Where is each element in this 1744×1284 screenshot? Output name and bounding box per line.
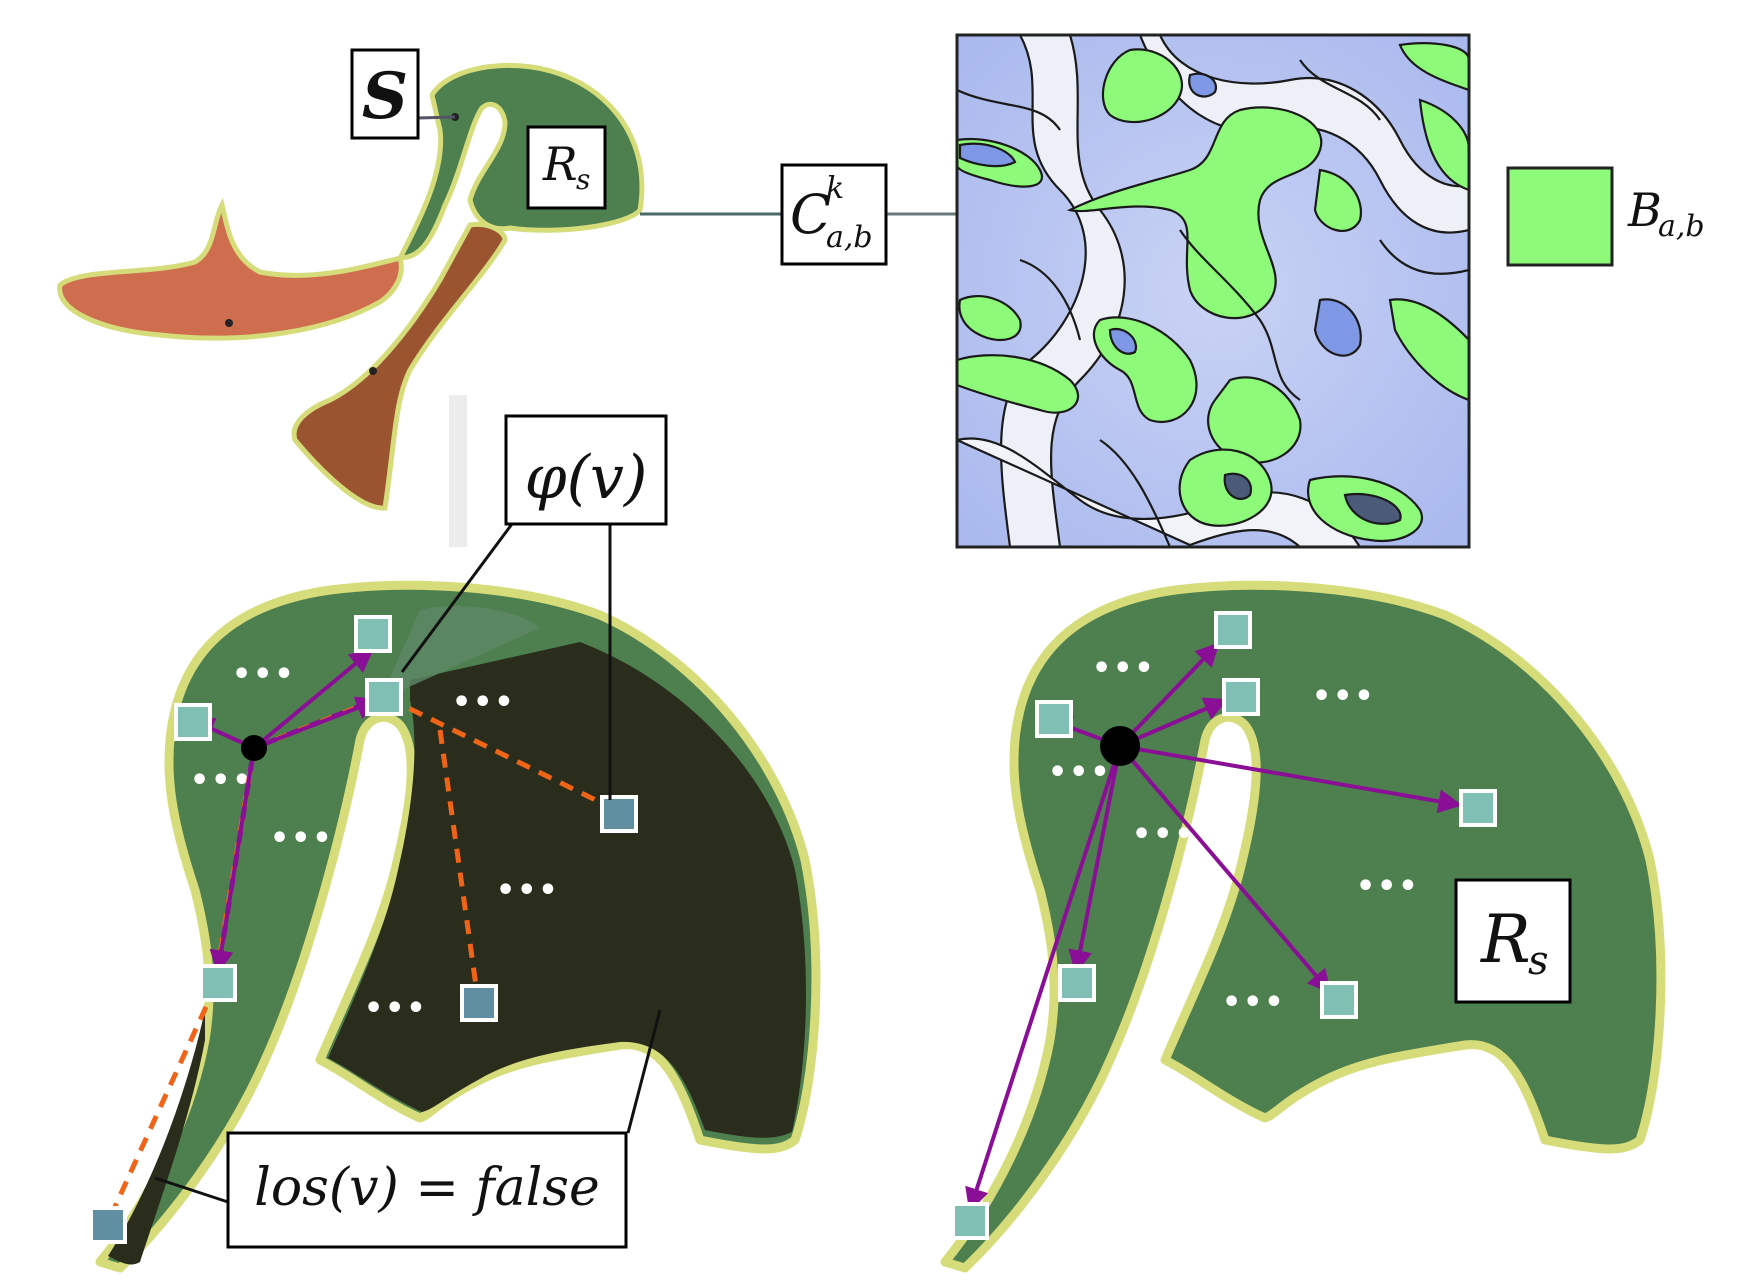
label-rs-small: R s — [526, 125, 607, 210]
region-point — [225, 319, 233, 327]
sample-square — [1320, 981, 1358, 1019]
region-left-los: ••• ••• ••• ••• ••• ••• — [89, 523, 821, 1273]
sample-square — [174, 703, 212, 741]
los-leader — [626, 1009, 662, 1134]
label-rs-large: R s — [1454, 878, 1572, 1004]
configuration-bitmap — [955, 33, 1471, 549]
label-c-main: C — [790, 183, 831, 246]
label-phi-v: φ(v) — [504, 414, 668, 526]
green-region-s — [395, 62, 645, 261]
label-c-kab: C k a,b — [780, 163, 888, 266]
ellipsis: ••• — [1048, 755, 1112, 790]
label-s: S — [350, 48, 420, 140]
sample-square — [1214, 611, 1252, 649]
label-rs-large-sub: s — [1528, 938, 1549, 984]
label-los-false: los(v) = false — [226, 1131, 628, 1249]
sample-square — [1058, 964, 1096, 1002]
small-region-figure — [57, 62, 645, 511]
sample-square — [1222, 678, 1260, 716]
label-rs-large-text: R — [1480, 901, 1531, 978]
sample-square — [199, 964, 237, 1002]
label-rs-small-sub: s — [576, 163, 590, 196]
label-c-sub: a,b — [826, 220, 873, 255]
label-phi-text: φ(v) — [525, 443, 648, 513]
visible-wedge — [380, 606, 540, 700]
label-c-sup: k — [826, 171, 844, 206]
region-point — [369, 367, 377, 375]
legend-swatch — [1506, 166, 1614, 267]
ellipsis: ••• — [232, 657, 296, 692]
sample-square — [354, 615, 392, 653]
source-point — [1100, 726, 1140, 766]
ellipsis: ••• — [1092, 651, 1156, 686]
orange-region — [57, 197, 404, 341]
ellipsis: ••• — [190, 763, 254, 798]
region-right-visible: ••• ••• ••• ••• ••• ••• — [940, 580, 1666, 1273]
ellipsis: ••• — [1312, 679, 1376, 714]
ellipsis: ••• — [1222, 985, 1286, 1020]
brown-region — [291, 221, 508, 511]
label-los-text: los(v) = false — [254, 1158, 600, 1218]
legend-b-main: B — [1627, 183, 1662, 237]
phi-leader — [400, 523, 514, 673]
sample-square — [460, 984, 498, 1022]
sample-square — [951, 1202, 989, 1240]
faint-bar — [449, 395, 467, 547]
legend-b-sub: a,b — [1658, 209, 1705, 244]
sample-square — [1035, 700, 1073, 738]
ellipsis: ••• — [452, 685, 516, 720]
ellipsis: ••• — [270, 821, 334, 856]
sample-square — [89, 1206, 127, 1244]
label-s-text: S — [362, 59, 408, 134]
sample-square — [1459, 789, 1497, 827]
sample-square — [600, 795, 638, 833]
legend-b-ab: B a,b — [1506, 166, 1705, 267]
los-leader — [154, 1176, 229, 1204]
sample-square — [365, 678, 403, 716]
source-point — [241, 735, 267, 761]
ellipsis: ••• — [1356, 869, 1420, 904]
ellipsis: ••• — [496, 873, 560, 908]
label-rs-small-text: R — [542, 137, 578, 191]
ellipsis: ••• — [364, 991, 428, 1026]
s-leader-line — [417, 115, 456, 120]
